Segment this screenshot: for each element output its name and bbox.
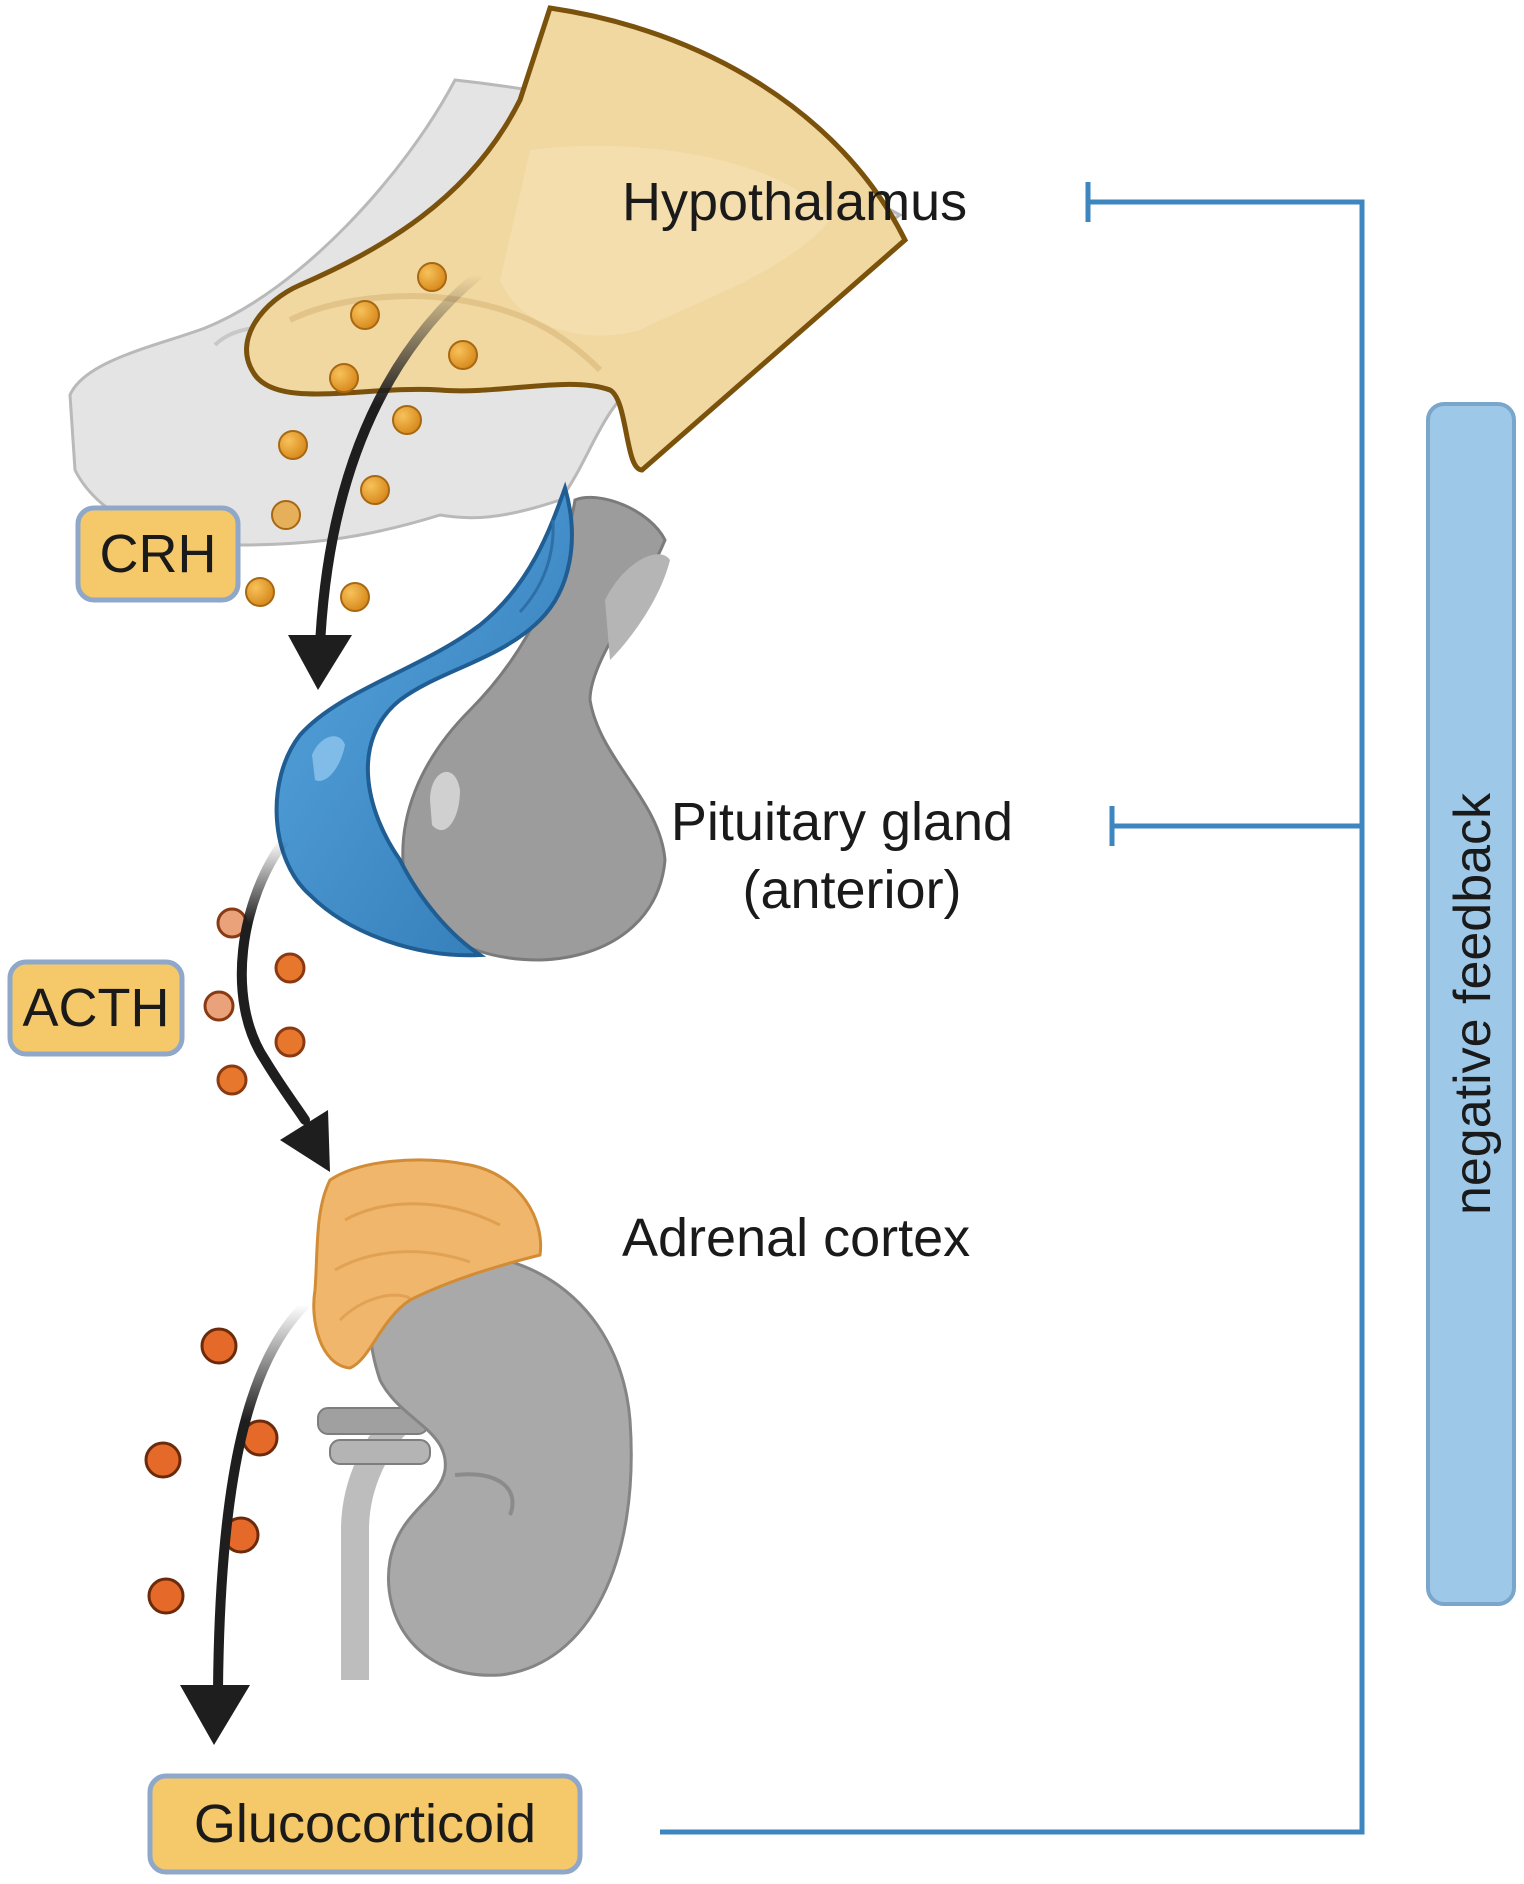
glucocorticoid-box: Glucocorticoid <box>147 1773 583 1875</box>
crh-arrow <box>288 270 483 690</box>
acth-arrow <box>236 835 330 1172</box>
acth-molecules <box>203 907 306 1096</box>
adrenal-cortex-shape <box>312 1158 543 1370</box>
pituitary-gland <box>274 481 670 962</box>
feedback-lines <box>660 182 1365 1835</box>
negative-feedback-label: negative feedback <box>1444 792 1502 1215</box>
crh-box: CRH <box>75 505 241 603</box>
glucocorticoid-arrow <box>180 1300 310 1745</box>
adrenal-cortex-label: Adrenal cortex <box>622 1208 970 1268</box>
acth-box: ACTH <box>7 959 185 1057</box>
kidney <box>317 1253 633 1680</box>
negative-feedback-bar: negative feedback <box>1426 402 1516 1606</box>
crh-molecules <box>245 262 478 612</box>
pituitary-label-line1: Pituitary gland <box>671 792 1013 852</box>
hypothalamus-label: Hypothalamus <box>622 172 967 232</box>
crh-label: CRH <box>100 524 217 584</box>
acth-label: ACTH <box>23 978 170 1038</box>
glucocorticoid-label: Glucocorticoid <box>194 1794 536 1854</box>
pituitary-label-line2: (anterior) <box>742 860 961 920</box>
